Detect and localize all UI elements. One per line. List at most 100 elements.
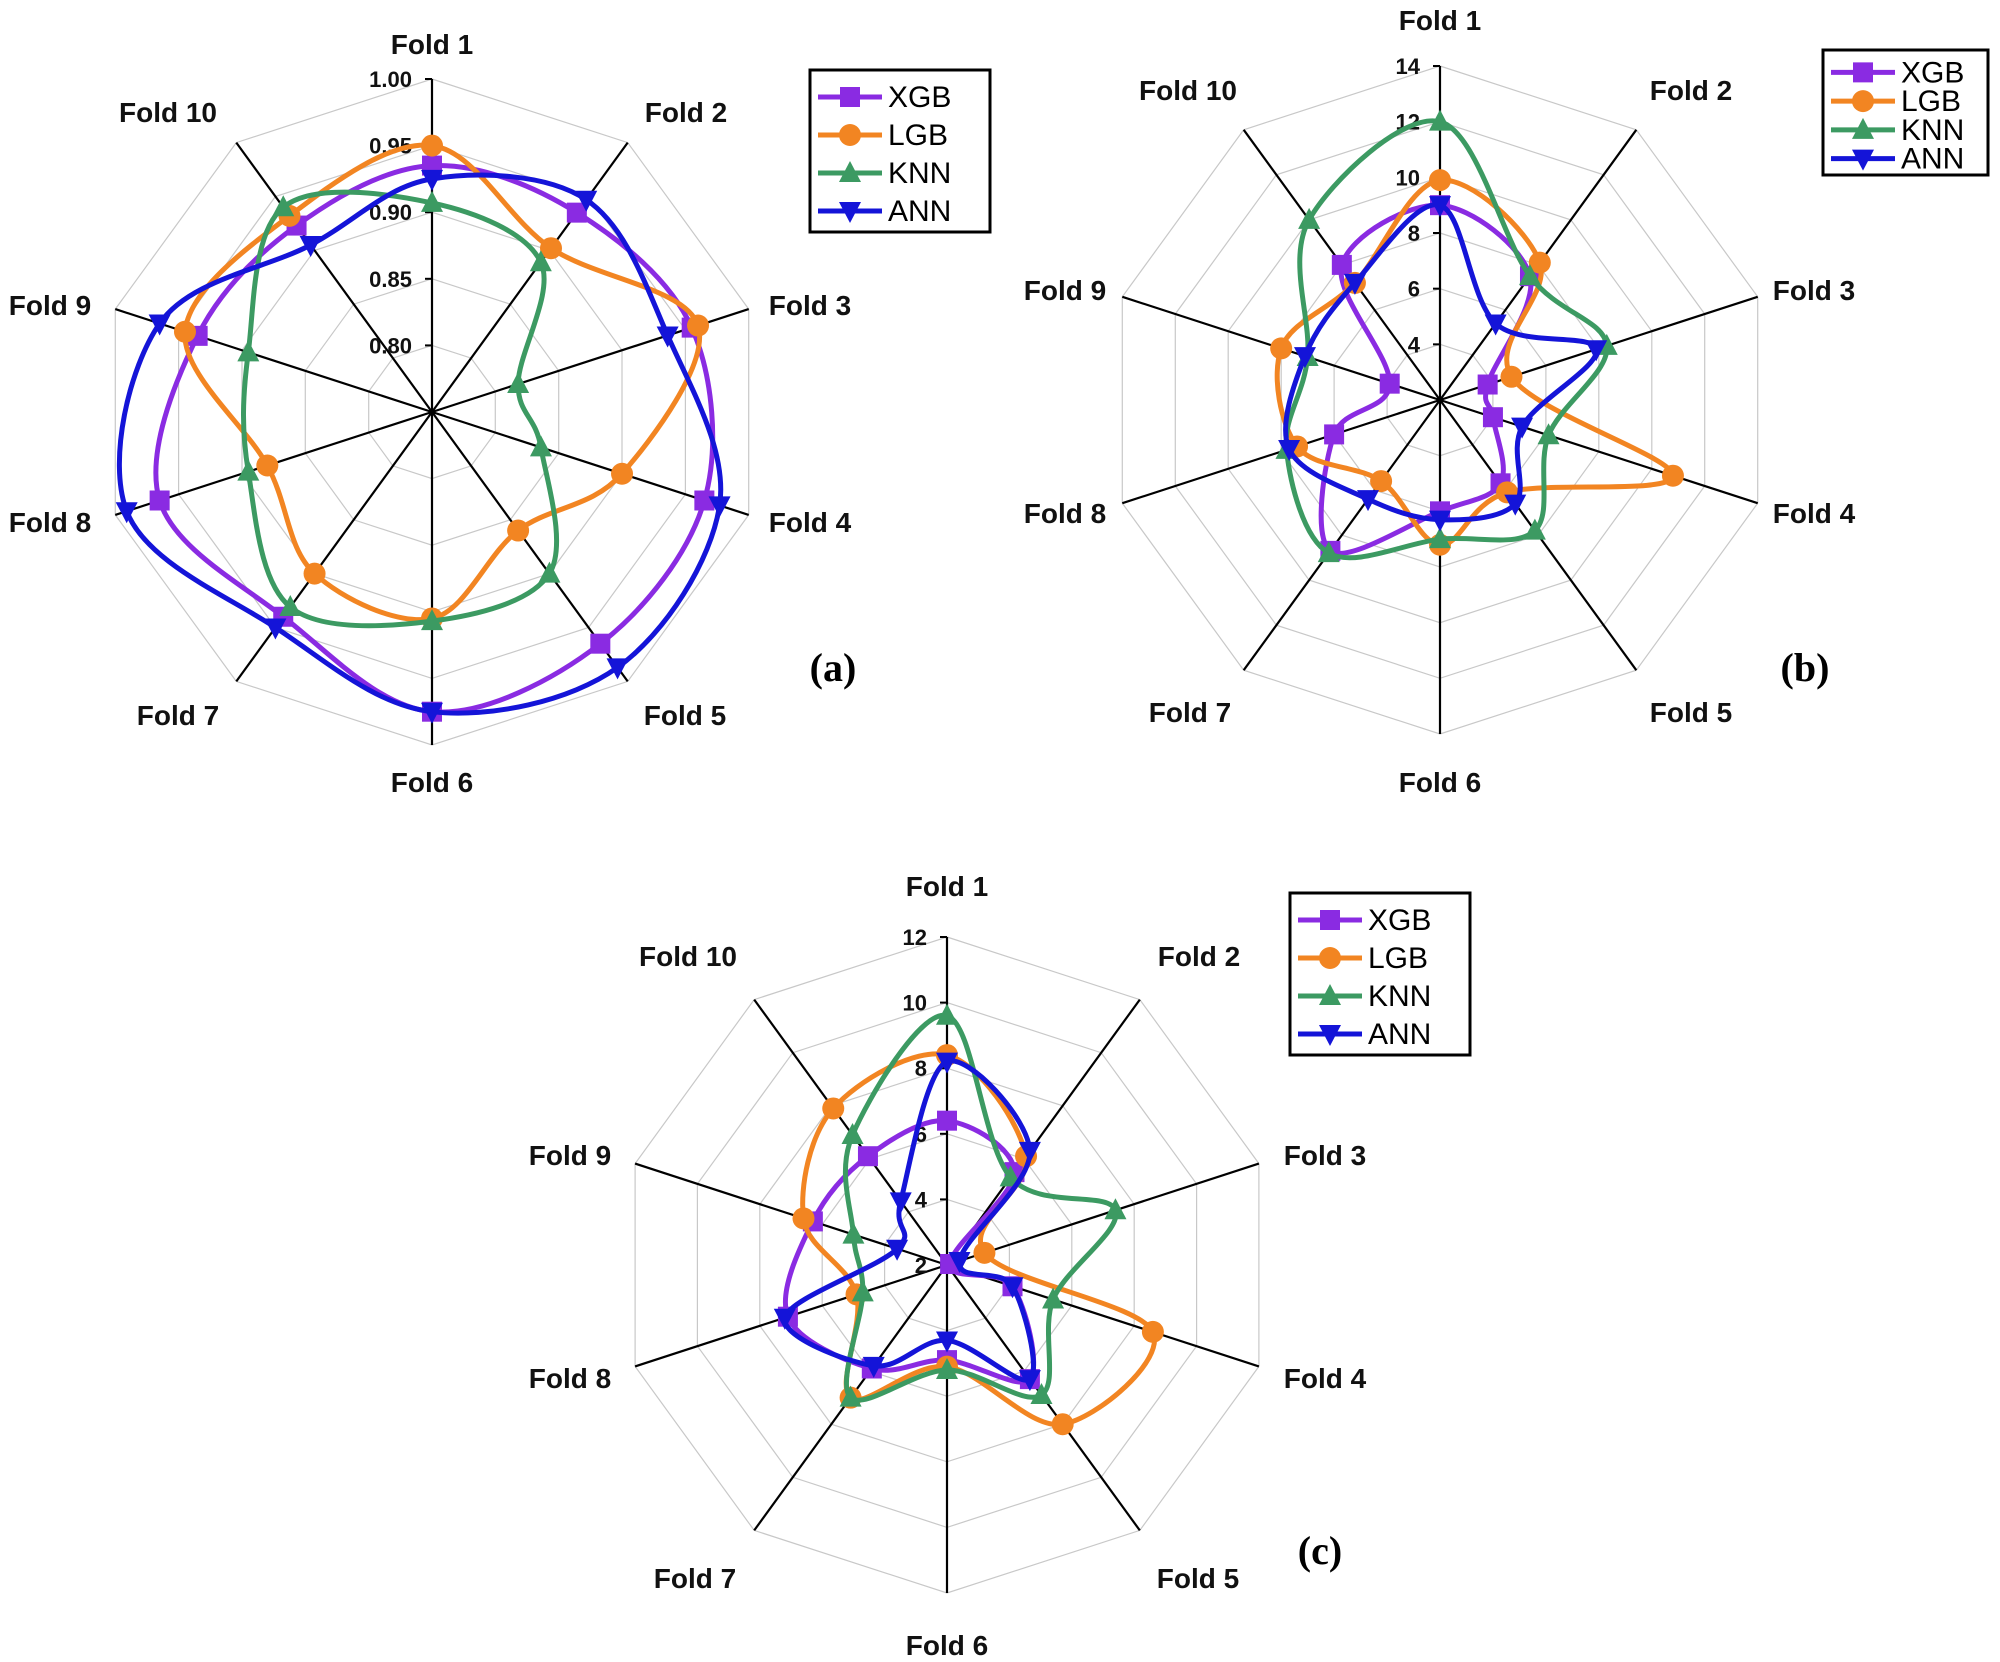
data-point-knn bbox=[1429, 109, 1451, 131]
fold-label: Fold 9 bbox=[529, 1140, 611, 1171]
tick-label: 4 bbox=[915, 1187, 928, 1212]
legend-marker bbox=[839, 124, 861, 146]
fold-label: Fold 10 bbox=[119, 97, 217, 128]
data-point-ann bbox=[1343, 273, 1366, 295]
data-point-ann bbox=[264, 618, 287, 640]
data-point-knn bbox=[1317, 541, 1340, 563]
data-point-lgb bbox=[792, 1207, 815, 1230]
data-point-ann bbox=[862, 1356, 885, 1378]
tick-label: 12 bbox=[903, 925, 927, 950]
data-point-knn bbox=[237, 459, 260, 481]
data-point-ann bbox=[1293, 347, 1316, 369]
data-point-knn bbox=[421, 190, 443, 212]
data-point-knn bbox=[1518, 264, 1541, 286]
fold-label: Fold 2 bbox=[1158, 941, 1240, 972]
data-point-lgb bbox=[1500, 365, 1523, 388]
legend-marker bbox=[839, 161, 861, 182]
data-point-ann bbox=[606, 658, 629, 680]
legend-entry: LGB bbox=[1368, 942, 1428, 975]
data-point-lgb bbox=[1429, 169, 1451, 192]
fold-label: Fold 8 bbox=[9, 507, 91, 538]
legend-entry: KNN bbox=[888, 157, 951, 190]
tick-label: 0.80 bbox=[369, 333, 412, 358]
data-point-lgb bbox=[1370, 470, 1393, 493]
fold-label: Fold 3 bbox=[769, 290, 851, 321]
data-point-ann bbox=[1018, 1370, 1041, 1392]
tick-label: 8 bbox=[915, 1056, 927, 1081]
tick-label: 14 bbox=[1396, 54, 1421, 79]
data-point-lgb bbox=[973, 1241, 996, 1264]
legend-marker bbox=[1852, 90, 1874, 113]
data-point-knn bbox=[529, 435, 552, 457]
data-point-knn bbox=[279, 595, 302, 617]
data-point-lgb bbox=[687, 314, 710, 337]
data-point-lgb bbox=[611, 462, 634, 485]
data-point-ann bbox=[421, 702, 443, 724]
fold-label: Fold 5 bbox=[1650, 697, 1732, 728]
data-point-ann bbox=[1001, 1277, 1024, 1299]
tick-label: 2 bbox=[915, 1253, 927, 1278]
series-line-ann bbox=[1283, 202, 1599, 523]
legend-marker bbox=[1319, 947, 1341, 969]
fold-label: Fold 9 bbox=[1024, 275, 1106, 306]
data-point-ann bbox=[1511, 417, 1534, 439]
data-point-ann bbox=[1484, 314, 1507, 336]
fold-label: Fold 10 bbox=[639, 941, 737, 972]
legend-entry: KNN bbox=[1368, 980, 1431, 1013]
data-point-ann bbox=[1429, 196, 1451, 218]
legend-marker bbox=[1320, 910, 1340, 930]
data-point-ann bbox=[886, 1239, 909, 1261]
data-point-xgb bbox=[149, 490, 170, 511]
axis-spoke bbox=[946, 1263, 1260, 1368]
legend-entry: ANN bbox=[1901, 143, 1964, 176]
data-point-lgb bbox=[822, 1097, 845, 1120]
fold-label: Fold 4 bbox=[1773, 498, 1856, 529]
fold-label: Fold 7 bbox=[1149, 697, 1231, 728]
data-point-xgb bbox=[1482, 407, 1503, 428]
legend-entry: KNN bbox=[1901, 114, 1964, 147]
data-point-knn bbox=[936, 1003, 958, 1025]
tick-label: 1.00 bbox=[369, 67, 412, 92]
data-point-knn bbox=[842, 1222, 865, 1244]
data-point-xgb bbox=[694, 490, 715, 511]
tick-label: 0.85 bbox=[369, 267, 412, 292]
panel-label: (c) bbox=[1298, 1528, 1342, 1573]
fold-label: Fold 7 bbox=[137, 700, 219, 731]
axis-spoke bbox=[235, 141, 433, 413]
data-point-lgb bbox=[1270, 337, 1293, 360]
data-point-xgb bbox=[1379, 373, 1400, 394]
data-point-lgb bbox=[507, 519, 530, 542]
series-line-knn bbox=[240, 189, 559, 629]
fold-label: Fold 3 bbox=[1773, 275, 1855, 306]
data-point-ann bbox=[1504, 494, 1527, 516]
fold-label: Fold 6 bbox=[391, 767, 473, 798]
data-point-ann bbox=[1585, 340, 1608, 362]
fold-label: Fold 1 bbox=[1399, 5, 1481, 36]
data-point-lgb bbox=[303, 562, 326, 585]
data-point-ann bbox=[1278, 440, 1301, 462]
data-point-knn bbox=[421, 609, 443, 631]
data-point-ann bbox=[889, 1192, 912, 1214]
legend-marker bbox=[1852, 117, 1874, 139]
legend-entry: XGB bbox=[1368, 904, 1431, 937]
legend-marker bbox=[1852, 149, 1874, 171]
data-point-knn bbox=[1030, 1383, 1053, 1405]
fold-label: Fold 4 bbox=[769, 507, 852, 538]
tick-label: 10 bbox=[903, 991, 927, 1016]
fold-label: Fold 5 bbox=[644, 700, 726, 731]
data-point-knn bbox=[851, 1280, 874, 1302]
panel-label: (b) bbox=[1781, 645, 1830, 690]
data-point-ann bbox=[708, 496, 731, 518]
fold-label: Fold 1 bbox=[906, 871, 988, 902]
data-point-lgb bbox=[421, 134, 443, 157]
legend-entry: LGB bbox=[1901, 85, 1961, 118]
data-point-knn bbox=[839, 1385, 862, 1407]
data-point-ann bbox=[1357, 490, 1380, 512]
data-point-knn bbox=[841, 1122, 864, 1144]
data-point-ann bbox=[115, 502, 138, 524]
data-point-xgb bbox=[1324, 424, 1345, 445]
